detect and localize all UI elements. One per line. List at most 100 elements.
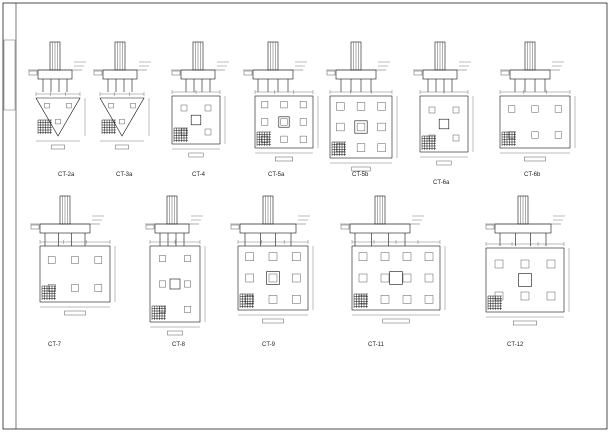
section-view bbox=[145, 195, 203, 246]
pile-square bbox=[336, 143, 345, 152]
dimension-note bbox=[351, 166, 371, 172]
panel-row-1 bbox=[28, 41, 576, 172]
pile-square bbox=[377, 143, 386, 152]
pile-cap bbox=[422, 69, 458, 80]
plan-view bbox=[485, 242, 570, 326]
pile-square bbox=[356, 122, 366, 132]
pile-cap bbox=[154, 223, 190, 234]
dimension-note bbox=[262, 318, 284, 324]
cap-outline bbox=[35, 97, 81, 137]
plan-view bbox=[329, 90, 398, 172]
section-view bbox=[30, 195, 104, 246]
column-footprint bbox=[266, 271, 280, 285]
pile-square bbox=[402, 295, 412, 304]
cap-outline bbox=[171, 95, 221, 145]
pile-square bbox=[245, 295, 254, 304]
pile-square bbox=[108, 103, 114, 109]
section-view bbox=[28, 41, 86, 92]
pile-cap bbox=[102, 69, 138, 80]
dimension-note bbox=[275, 156, 293, 162]
pile-square bbox=[280, 118, 288, 126]
pile-square bbox=[204, 128, 212, 136]
dimension-note bbox=[326, 70, 336, 76]
column-footprint bbox=[438, 118, 450, 130]
pile-cap bbox=[349, 223, 411, 234]
pile-square bbox=[44, 103, 50, 109]
section-view bbox=[243, 41, 307, 92]
pile-square bbox=[520, 291, 530, 301]
cap-outline bbox=[485, 247, 565, 313]
pile-square bbox=[280, 101, 288, 109]
margin-tick-top bbox=[3, 39, 16, 111]
pile-square bbox=[380, 295, 390, 304]
pile-square bbox=[546, 259, 556, 269]
plan-view bbox=[419, 90, 474, 166]
pile-square bbox=[554, 131, 562, 139]
plan-view bbox=[99, 92, 150, 150]
pile-square bbox=[292, 252, 301, 261]
panel-label-ct-4: CT-4 bbox=[192, 172, 206, 178]
dimension-note bbox=[513, 320, 537, 326]
plan-view bbox=[237, 240, 314, 324]
pile-cap bbox=[494, 223, 552, 234]
panel-label-ct-7: CT-7 bbox=[48, 342, 62, 348]
panel-label-ct-3a: CT-3a bbox=[116, 172, 133, 178]
pile-square bbox=[531, 131, 539, 139]
pile-square bbox=[268, 295, 278, 304]
pile-square bbox=[292, 273, 301, 283]
plan-view bbox=[149, 240, 206, 336]
pile-square bbox=[94, 284, 103, 292]
plan-view bbox=[254, 90, 319, 162]
panel-label-ct-2a: CT-2a bbox=[58, 172, 75, 178]
section-view bbox=[340, 195, 424, 246]
column-footprint bbox=[354, 120, 368, 134]
dimension-note bbox=[485, 224, 495, 230]
pile-square bbox=[336, 102, 345, 111]
section-view bbox=[230, 195, 310, 246]
plan-view bbox=[499, 90, 576, 162]
column-footprint bbox=[190, 114, 202, 126]
pile-square bbox=[358, 252, 368, 261]
dimension-note bbox=[413, 70, 423, 76]
cap-outline bbox=[39, 245, 111, 303]
pile-square bbox=[47, 256, 56, 264]
pile-square bbox=[245, 252, 254, 261]
dimension-note bbox=[243, 70, 253, 76]
pile-square bbox=[424, 273, 434, 283]
pile-square bbox=[452, 106, 460, 114]
pile-square bbox=[159, 255, 166, 262]
pile-cap bbox=[509, 69, 551, 80]
pile-square bbox=[66, 103, 72, 109]
pile-square bbox=[428, 106, 436, 114]
dimension-note bbox=[340, 224, 350, 230]
dimension-note bbox=[64, 310, 86, 316]
pile-square bbox=[424, 295, 434, 304]
cap-outline bbox=[499, 95, 571, 149]
pile-square bbox=[299, 101, 307, 109]
pile-square bbox=[268, 273, 278, 283]
dimension-note bbox=[51, 144, 65, 150]
pile-square bbox=[377, 122, 386, 132]
dimension-note bbox=[167, 330, 183, 336]
dimension-note bbox=[230, 224, 240, 230]
pile-cap bbox=[335, 69, 377, 80]
panel-label-ct-9: CT-9 bbox=[262, 342, 276, 348]
section-view bbox=[413, 41, 471, 92]
column-footprint bbox=[518, 273, 532, 287]
pile-square bbox=[402, 252, 412, 261]
pile-square bbox=[377, 102, 386, 111]
pile-square bbox=[261, 118, 269, 126]
pile-cap bbox=[37, 69, 73, 80]
pile-square bbox=[245, 273, 254, 283]
dimension-note bbox=[188, 152, 204, 158]
pile-square bbox=[204, 104, 212, 112]
pile-square bbox=[554, 105, 562, 113]
plan-view bbox=[171, 90, 226, 158]
panel-label-ct-6b: CT-6b bbox=[524, 172, 541, 178]
dimension-note bbox=[524, 156, 546, 162]
pile-square bbox=[71, 256, 79, 264]
pile-cap bbox=[39, 223, 91, 234]
dimension-note bbox=[93, 70, 103, 76]
plan-view bbox=[351, 240, 446, 324]
